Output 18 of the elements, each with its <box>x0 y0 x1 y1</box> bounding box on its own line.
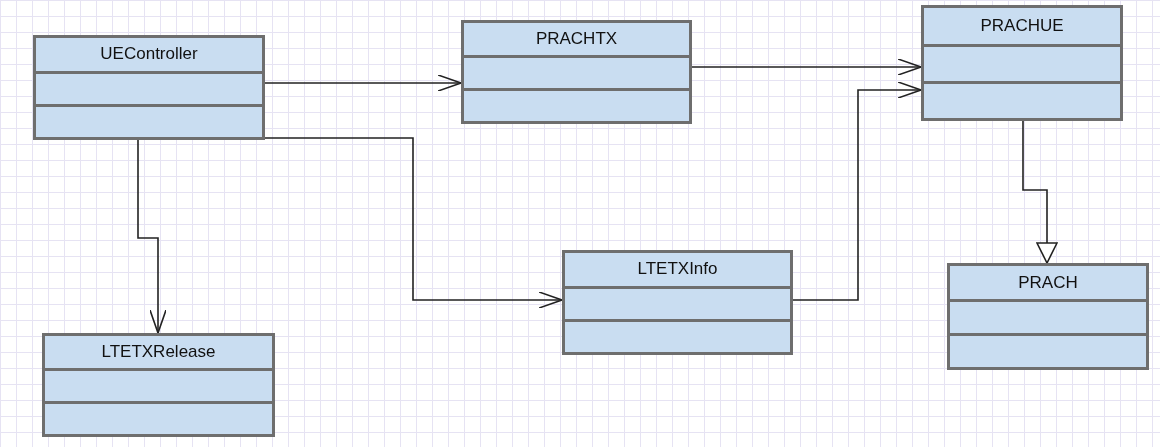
class-box <box>947 263 1149 370</box>
class-box <box>921 5 1123 121</box>
arrow <box>264 137 563 309</box>
class-name: PRACHTX <box>535 29 618 50</box>
arrow <box>1022 120 1058 264</box>
arrow <box>264 74 462 92</box>
class-box <box>562 250 793 355</box>
class-name: LTETXRelease <box>101 342 216 363</box>
class-name: PRACHUE <box>980 16 1064 37</box>
class-box <box>461 20 692 124</box>
arrow <box>691 58 922 76</box>
arrow <box>137 139 167 334</box>
arrow <box>792 81 922 301</box>
class-box <box>42 333 275 437</box>
class-name: LTETXInfo <box>637 259 718 280</box>
class-name: PRACH <box>1018 272 1078 293</box>
class-box <box>33 35 265 140</box>
class-name: UEController <box>100 44 198 65</box>
